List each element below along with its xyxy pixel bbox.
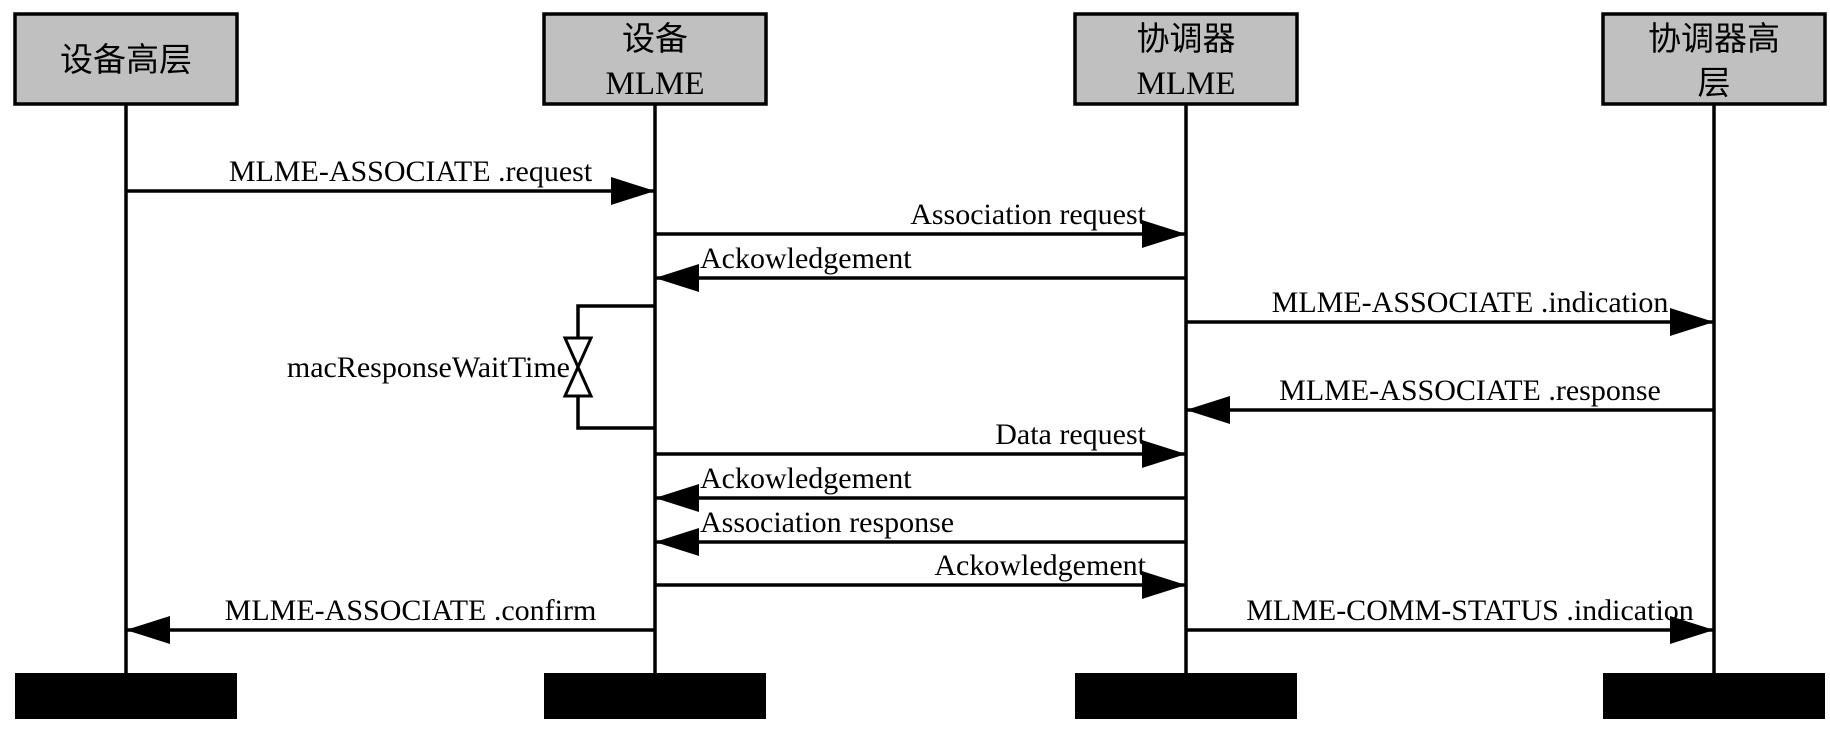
lifeline-header-label: MLME	[606, 66, 705, 102]
message-arrow: MLME-ASSOCIATE .confirm	[126, 594, 655, 644]
lifeline-header-box	[542, 12, 768, 106]
message-label: Data request	[995, 418, 1146, 451]
wait-timer: macResponseWaitTime	[287, 304, 655, 430]
message-arrowhead	[1186, 396, 1230, 424]
message-arrowhead	[1670, 308, 1714, 336]
message-arrowhead	[1142, 220, 1186, 248]
message-label: Association request	[910, 198, 1146, 231]
message-arrow: MLME-ASSOCIATE .request	[126, 155, 655, 205]
lifeline-header-label: 层	[1698, 66, 1731, 102]
message-arrow: Ackowledgement	[655, 242, 1186, 292]
message-label: MLME-ASSOCIATE .response	[1279, 374, 1661, 407]
message-label: Ackowledgement	[934, 549, 1146, 582]
message-arrow: Association response	[655, 506, 1186, 556]
lifeline-header-box	[13, 12, 239, 106]
message-arrow: Data request	[655, 418, 1186, 468]
message-arrow: MLME-ASSOCIATE .indication	[1186, 286, 1714, 336]
lifeline-coord-mlme: 协调器 MLME	[1073, 12, 1299, 719]
timer-bracket-top	[576, 304, 655, 338]
lifeline-footer-box	[1603, 673, 1825, 719]
message-arrowhead	[655, 264, 699, 292]
lifeline-dev-mlme: 设备 MLME	[542, 12, 768, 719]
message-arrow: MLME-COMM-STATUS .indication	[1186, 594, 1714, 644]
message-arrowhead	[126, 616, 170, 644]
lifeline-header-label: 协调器	[1137, 21, 1236, 58]
timer-label: macResponseWaitTime	[287, 351, 570, 384]
message-arrow: Ackowledgement	[655, 462, 1186, 512]
message-label: MLME-ASSOCIATE .request	[229, 155, 593, 188]
lifeline-header-label: 设备	[622, 21, 688, 58]
lifeline-header-label: MLME	[1137, 66, 1236, 102]
lifeline-footer-box	[1075, 673, 1297, 719]
message-arrow: Association request	[655, 198, 1186, 248]
message-label: MLME-ASSOCIATE .indication	[1272, 286, 1669, 319]
message-label: Association response	[700, 506, 954, 539]
lifeline-header-label: 协调器高	[1648, 21, 1780, 58]
hourglass-top-icon	[562, 336, 594, 371]
message-arrow: MLME-ASSOCIATE .response	[1186, 374, 1714, 424]
message-label: Ackowledgement	[700, 242, 912, 275]
message-arrowhead	[1142, 571, 1186, 599]
message-arrowhead	[611, 177, 655, 205]
hourglass-bottom-icon	[562, 363, 594, 398]
lifeline-footer-box	[15, 673, 237, 719]
lifeline-footer-box	[544, 673, 766, 719]
lifeline-header-label: 设备高层	[60, 42, 192, 79]
message-label: Ackowledgement	[700, 462, 912, 495]
message-arrowhead	[655, 484, 699, 512]
message-arrowhead	[1142, 440, 1186, 468]
message-arrowhead	[655, 528, 699, 556]
message-arrow: Ackowledgement	[655, 549, 1186, 599]
timer-bracket-bottom	[576, 396, 655, 430]
message-arrowhead	[1670, 616, 1714, 644]
lifeline-dev-high: 设备高层	[13, 12, 239, 719]
message-label: MLME-COMM-STATUS .indication	[1246, 594, 1694, 627]
message-label: MLME-ASSOCIATE .confirm	[225, 594, 597, 627]
lifeline-header-box	[1073, 12, 1299, 106]
lifeline-header-box	[1601, 12, 1827, 106]
timer-bracket: macResponseWaitTime	[287, 304, 655, 430]
